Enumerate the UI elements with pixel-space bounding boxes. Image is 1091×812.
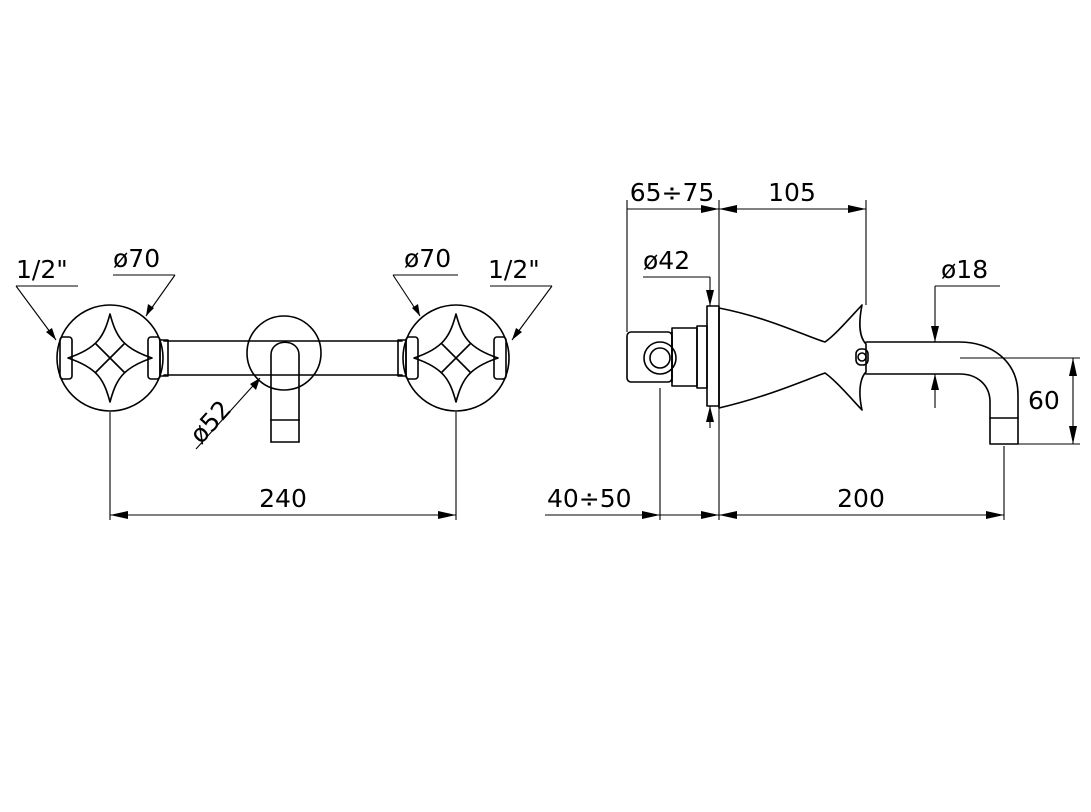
- valve-body: [718, 304, 869, 411]
- label-diameter-spout-flange: ø52: [184, 395, 237, 449]
- dimension-top: 65÷75 105: [626, 178, 867, 332]
- label-depth-body: 65÷75: [630, 178, 715, 207]
- label-spout-drop: 60: [1028, 386, 1060, 415]
- label-diameter-rosette: ø42: [643, 246, 690, 275]
- side-view: 65÷75 105 ø42 ø18 60: [545, 178, 1080, 520]
- leader-thread-left: 1/2": [15, 255, 78, 341]
- label-thread-left: 1/2": [16, 255, 68, 284]
- front-view: 1/2" ø70 ø70 1/2" ø52: [15, 244, 553, 520]
- leader-diameter-rosette: ø42: [643, 246, 714, 428]
- dimension-drop-60: 60: [960, 357, 1080, 445]
- label-diameter-handle-right: ø70: [404, 244, 451, 273]
- label-thread-right: 1/2": [488, 255, 540, 284]
- leader-diameter-left: ø70: [113, 244, 176, 317]
- label-length-to-handle: 105: [768, 178, 816, 207]
- leader-thread-right: 1/2": [488, 255, 553, 341]
- leader-diameter-flange: ø52: [184, 377, 261, 450]
- dimension-width-240: 240: [109, 412, 457, 520]
- front-spout: [246, 315, 322, 443]
- dimension-bottom: 40÷50 200: [545, 388, 1005, 520]
- label-diameter-handle-left: ø70: [113, 244, 160, 273]
- side-spout: [865, 341, 1019, 445]
- connecting-pipe: [163, 340, 403, 376]
- right-cross-handle: [397, 304, 510, 412]
- label-diameter-spout: ø18: [941, 255, 988, 284]
- label-wall-depth: 40÷50: [547, 484, 632, 513]
- leader-diameter-spout: ø18: [931, 255, 1000, 408]
- rosette: [706, 305, 720, 407]
- label-width-between-handles: 240: [259, 484, 307, 513]
- label-spout-projection: 200: [837, 484, 885, 513]
- wall-connector: [626, 325, 708, 389]
- leader-diameter-right: ø70: [392, 244, 458, 317]
- left-cross-handle: [56, 304, 169, 412]
